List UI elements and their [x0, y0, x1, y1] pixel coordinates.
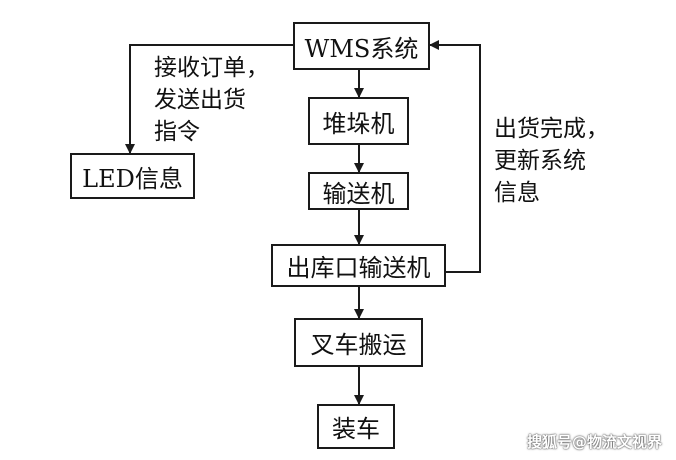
note-receive-order: 接收订单， 发送出货 指令 — [154, 55, 269, 145]
node-conveyor[interactable]: 输送机 — [308, 172, 409, 210]
node-forklift-transport[interactable]: 叉车搬运 — [294, 318, 423, 367]
node-stacker-crane[interactable]: 堆垛机 — [308, 97, 409, 145]
watermark: 搜狐号@物流文视界 — [526, 433, 662, 451]
node-wms-system[interactable]: WMS系统 — [293, 22, 430, 70]
arrow-wms-to-led — [125, 44, 293, 154]
node-outbound-conveyor[interactable]: 出库口输送机 — [271, 244, 446, 287]
arrow-outbound-feedback-to-wms — [429, 40, 481, 273]
node-truck-loading[interactable]: 装车 — [317, 404, 395, 449]
note-shipment-complete: 出货完成， 更新系统 信息 — [494, 116, 609, 206]
node-led-info[interactable]: LED信息 — [70, 153, 195, 199]
